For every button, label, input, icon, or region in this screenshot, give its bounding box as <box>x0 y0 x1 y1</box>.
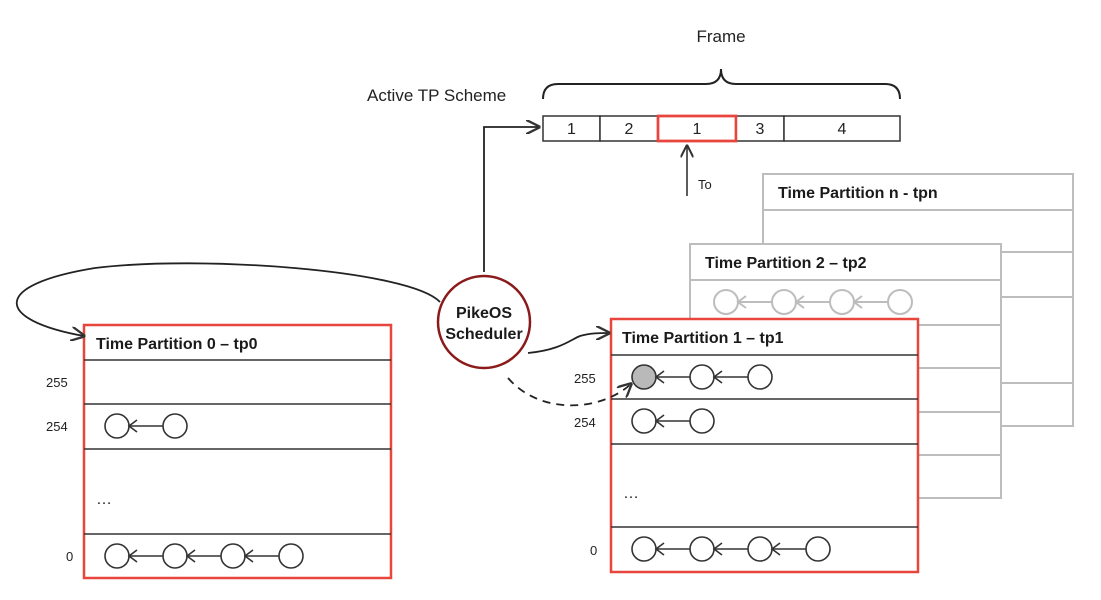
scheme-slot-label-3: 3 <box>756 121 765 138</box>
scheme-slots: 1 2 1 3 4 <box>542 114 901 143</box>
tp1-row3-thread-3 <box>805 536 831 562</box>
frame-brace <box>542 68 901 100</box>
tp1-row3-thread-1 <box>689 536 715 562</box>
dashed-arrow-to-active-thread <box>507 377 631 407</box>
pikeos-scheduler-node: PikeOS Scheduler <box>436 274 532 370</box>
tp1-row3-thread-2 <box>747 536 773 562</box>
tp0-row1-thread-1 <box>162 413 188 439</box>
scheme-slot-label-1: 2 <box>625 121 634 138</box>
tp0-priority-255: 255 <box>46 375 68 390</box>
tp0-row3-thread-1 <box>162 543 188 569</box>
tp1-row0-thread-link-1 <box>654 370 690 384</box>
tp0-row1-thread-link-1 <box>127 419 163 433</box>
scheme-label: Active TP Scheme <box>367 86 506 105</box>
tp1-row0-thread-0 <box>631 364 657 390</box>
scheme-slot-label-0: 1 <box>567 121 576 138</box>
scheme-slot-1 <box>599 115 659 142</box>
scheduler-line1: PikeOS <box>456 305 512 322</box>
tp1-row0-thread-link-2 <box>712 370 748 384</box>
tp0-row3-thread-2 <box>220 543 246 569</box>
scheduler-line2: Scheduler <box>445 326 522 343</box>
scheme-slot-0 <box>542 115 601 142</box>
tp1-row1-thread-0 <box>631 408 657 434</box>
tp0-row3-thread-3 <box>278 543 304 569</box>
tp1-row1-thread-link-1 <box>654 414 690 428</box>
tp1-priority-254: 254 <box>574 415 596 430</box>
partition-tp0: Time Partition 0 – tp0 255 254 0 … <box>46 323 393 580</box>
tp0-ellipsis: … <box>96 491 112 508</box>
tp2-title: Time Partition 2 – tp2 <box>705 255 867 272</box>
tp0-priority-0: 0 <box>66 549 73 564</box>
tp0-title: Time Partition 0 – tp0 <box>96 336 258 353</box>
tp0-priority-254: 254 <box>46 419 68 434</box>
tp0-thread-chains <box>104 413 304 569</box>
scheme-slot-label-2: 1 <box>693 121 702 138</box>
frame-label: Frame <box>696 27 745 46</box>
tp1-row3-thread-link-3 <box>770 542 806 556</box>
tp1-row3-thread-link-2 <box>712 542 748 556</box>
tp0-row3-thread-0 <box>104 543 130 569</box>
tp0-row3-thread-link-2 <box>185 549 221 563</box>
tpn-title: Time Partition n - tpn <box>778 185 938 202</box>
tp0-row3-thread-link-1 <box>127 549 163 563</box>
tp1-row3-thread-0 <box>631 536 657 562</box>
tp1-priority-255: 255 <box>574 371 596 386</box>
tp1-thread-chains <box>631 364 831 562</box>
tp1-row0-thread-1 <box>689 364 715 390</box>
tp0-row1-thread-0 <box>104 413 130 439</box>
tp1-priority-0: 0 <box>590 543 597 558</box>
tp1-row0-thread-2 <box>747 364 773 390</box>
scheme-slot-active-outline <box>656 114 738 143</box>
tp0-row3-thread-link-3 <box>243 549 279 563</box>
partition-tp1: Time Partition 1 – tp1 255 254 0 … <box>574 317 920 574</box>
loop-arrow-to-tp0 <box>15 262 441 336</box>
to-pointer-label: To <box>698 177 712 192</box>
tp1-title: Time Partition 1 – tp1 <box>622 330 784 347</box>
scheme-slot-4 <box>783 115 901 142</box>
tp1-ellipsis: … <box>623 485 639 502</box>
arrow-to-scheme <box>483 127 539 272</box>
scheme-slot-label-4: 4 <box>838 121 847 138</box>
tp2-thread-chain <box>713 289 913 315</box>
arrow-to-tp1 <box>527 333 609 354</box>
tp1-row3-thread-link-1 <box>654 542 690 556</box>
tp1-row1-thread-1 <box>689 408 715 434</box>
